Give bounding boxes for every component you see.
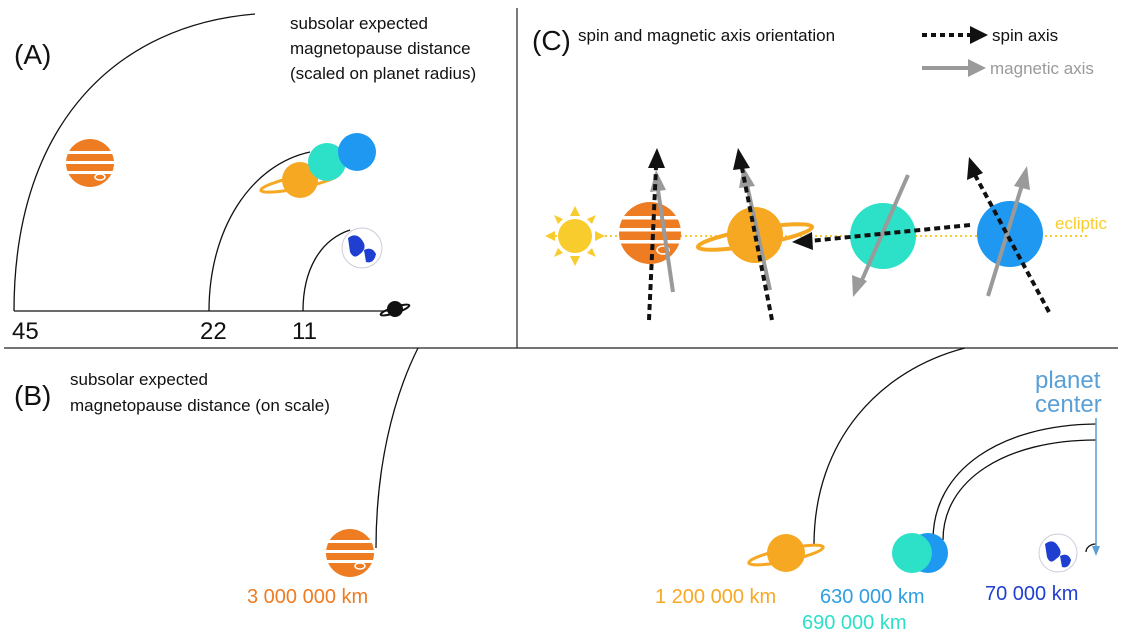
legend-magnetic-label: magnetic axis bbox=[990, 59, 1094, 78]
jupiter-magnetic-arrowhead bbox=[650, 170, 666, 192]
earth-scale-icon bbox=[1038, 533, 1078, 573]
panel-c-label: (C) bbox=[532, 25, 571, 56]
uranus-magnetic-arrowhead bbox=[852, 275, 867, 297]
ecliptic-label: ecliptic bbox=[1055, 214, 1107, 233]
distance-neptune: 630 000 km bbox=[820, 586, 925, 608]
arc-earth-11 bbox=[302, 229, 351, 312]
saturn-magnetic-axis bbox=[745, 184, 772, 291]
distance-uranus: 690 000 km bbox=[802, 612, 907, 634]
arc-earth-scale bbox=[1085, 543, 1097, 553]
uranus-scale-icon bbox=[892, 533, 932, 573]
panel-a-title-line1: subsolar expected bbox=[290, 14, 428, 33]
distance-jupiter: 3 000 000 km bbox=[247, 586, 368, 608]
distance-earth: 70 000 km bbox=[985, 583, 1078, 605]
panel-a-title-line3: (scaled on planet radius) bbox=[290, 64, 476, 83]
sun-icon bbox=[545, 206, 605, 266]
saturn-scale-icon bbox=[747, 534, 825, 572]
neptune-spin-arrowhead bbox=[967, 157, 983, 180]
uranus-spin-arrowhead bbox=[792, 232, 813, 250]
distance-saturn: 1 200 000 km bbox=[655, 586, 776, 608]
neptune-magnetic-arrowhead bbox=[1014, 166, 1030, 190]
jupiter-spin-arrowhead bbox=[648, 148, 665, 168]
arc-jupiter-scale bbox=[375, 347, 419, 549]
panel-a-title-line2: magnetopause distance bbox=[290, 39, 471, 58]
tick-11: 11 bbox=[292, 318, 317, 345]
planet-center-arrowhead bbox=[1092, 546, 1100, 556]
tick-22: 22 bbox=[200, 318, 227, 345]
arc-uranus-scale bbox=[932, 423, 1097, 541]
neptune-magnetic-axis bbox=[986, 184, 1024, 297]
jupiter-c-icon bbox=[619, 202, 681, 264]
jupiter-spin-axis bbox=[647, 167, 658, 321]
legend-spin-arrowhead bbox=[970, 26, 988, 44]
neptune-spin-axis bbox=[973, 174, 1051, 313]
legend-spin-label: spin axis bbox=[992, 26, 1058, 45]
saturn-spin-arrowhead bbox=[733, 148, 750, 170]
arc-neptune-scale bbox=[942, 439, 1097, 541]
jupiter-scale-icon bbox=[326, 529, 374, 577]
panel-b-label: (B) bbox=[14, 380, 51, 411]
jupiter-magnetic-axis bbox=[656, 189, 675, 293]
jupiter-icon bbox=[66, 139, 114, 187]
planet-center-label-line1: planet bbox=[1035, 367, 1101, 394]
arc-saturn-scale bbox=[813, 347, 966, 546]
saturn-symbol-icon bbox=[379, 301, 411, 317]
legend-magnetic-arrowhead bbox=[968, 59, 986, 77]
arc-jupiter-45 bbox=[13, 13, 256, 312]
panel-b-title-line1: subsolar expected bbox=[70, 370, 208, 389]
tick-45: 45 bbox=[12, 318, 39, 345]
uranus-icon bbox=[308, 143, 346, 181]
arc-saturn-22 bbox=[208, 151, 311, 312]
neptune-icon bbox=[338, 133, 376, 171]
uranus-spin-axis bbox=[809, 223, 971, 243]
earth-icon bbox=[341, 227, 383, 269]
panel-b-title-line2: magnetopause distance (on scale) bbox=[70, 396, 330, 415]
saturn-spin-axis bbox=[740, 167, 774, 321]
uranus-magnetic-axis bbox=[860, 174, 910, 281]
neptune-c-icon bbox=[977, 201, 1043, 267]
panel-c-title: spin and magnetic axis orientation bbox=[578, 26, 835, 45]
panel-a-label: (A) bbox=[14, 39, 51, 70]
planet-center-label-line2: center bbox=[1035, 391, 1102, 418]
